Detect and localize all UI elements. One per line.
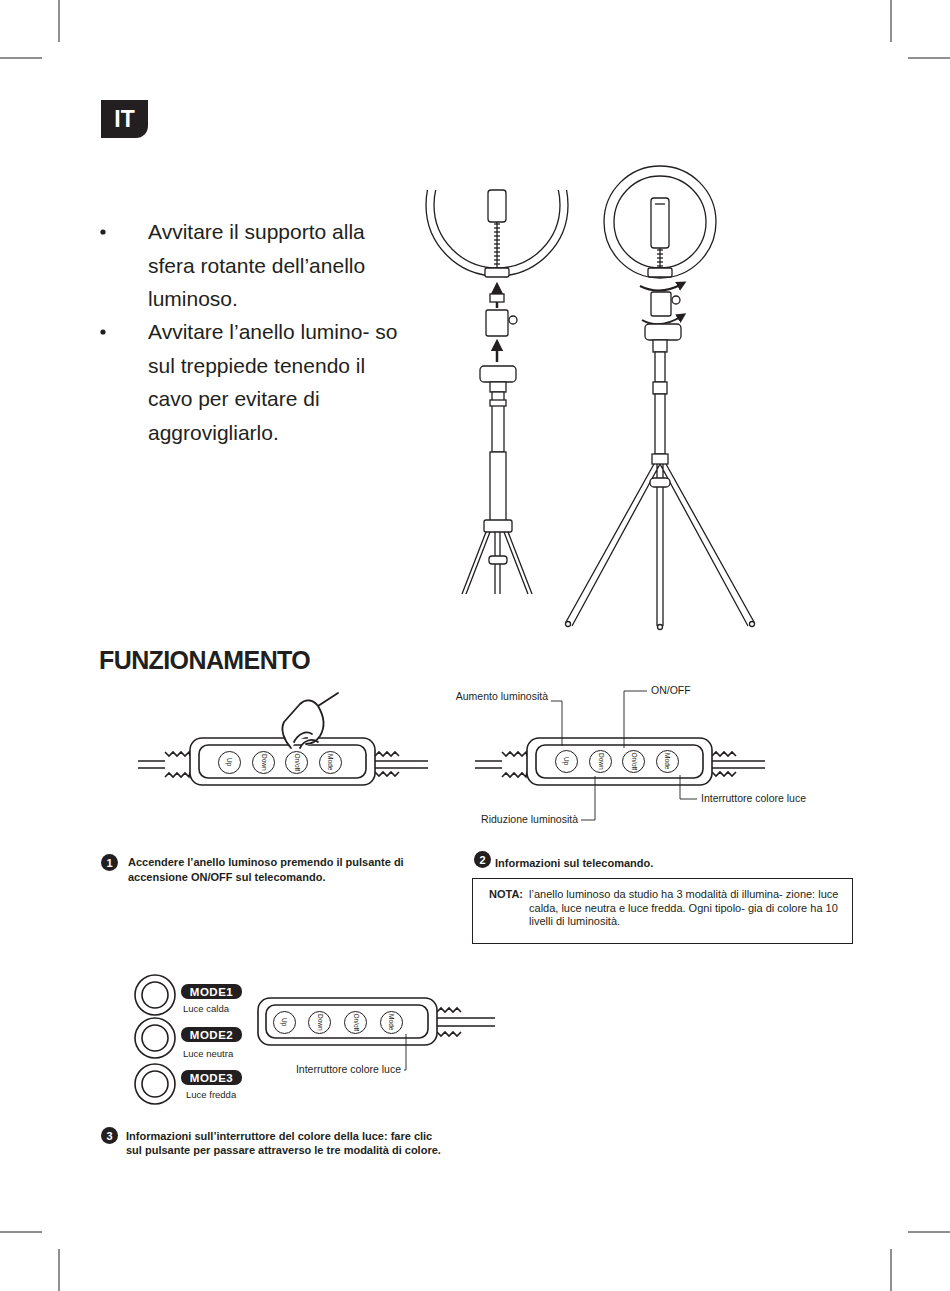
- remote-button: Up: [218, 751, 241, 774]
- hand-icon: [282, 693, 338, 748]
- node-text: Up: [281, 1018, 288, 1026]
- step-text: Informazioni sul telecomando.: [495, 856, 825, 871]
- node-text: On/off: [293, 754, 300, 772]
- instruction-text: Avvitare l’anello lumino- so sul treppie…: [148, 315, 410, 449]
- note-box: NOTA:l’anello luminoso da studio ha 3 mo…: [472, 878, 853, 944]
- mode-pill: MODE1: [181, 984, 242, 999]
- note-heading: NOTA:: [489, 888, 523, 931]
- remote-button: Up: [555, 750, 578, 773]
- note-body: l’anello luminoso da studio ha 3 modalit…: [529, 888, 840, 931]
- callout-number: 2: [474, 851, 491, 868]
- node-text: Down: [260, 754, 267, 771]
- mode-label: Luce fredda: [186, 1089, 276, 1101]
- part-label: Interruttore colore luce: [230, 1063, 401, 1076]
- node-text: Down: [316, 1014, 323, 1031]
- remote-button: On/off: [622, 750, 645, 773]
- part-label: Aumento luminosità: [380, 690, 548, 703]
- callout-number: 3: [101, 1127, 118, 1144]
- remote-button: Down: [252, 751, 275, 774]
- callout-number: 1: [101, 854, 118, 871]
- node-text: MODE3: [190, 1072, 233, 1084]
- part-label: ON/OFF: [651, 684, 771, 697]
- remote-button: Up: [273, 1011, 296, 1034]
- ring-light-left: [426, 134, 568, 594]
- mode-rings: [135, 975, 175, 1104]
- node-text: On/off: [352, 1014, 359, 1032]
- remote-button: Mode: [319, 751, 342, 774]
- node-text: On/off: [630, 753, 637, 771]
- node-text: Down: [597, 753, 604, 770]
- step-text: Accendere l’anello luminoso premendo il …: [128, 855, 460, 884]
- mode-pill: MODE3: [181, 1070, 242, 1085]
- node-text: 3: [106, 1130, 112, 1142]
- instruction-text: Avvitare il supporto alla sfera rotante …: [148, 215, 410, 316]
- node-text: Up: [226, 758, 233, 766]
- node-text: 2: [479, 854, 485, 866]
- node-text: Mode: [327, 754, 334, 770]
- remote-button: Mode: [656, 750, 679, 773]
- remote-button: Down: [589, 750, 612, 773]
- node-text: 1: [106, 857, 112, 869]
- remote-button: Mode: [380, 1011, 403, 1034]
- remote-button: On/off: [285, 751, 308, 774]
- node-text: Up: [563, 757, 570, 765]
- part-label: Riduzione luminosità: [420, 813, 578, 826]
- node-text: MODE1: [190, 986, 233, 998]
- bullets: [100, 229, 105, 334]
- part-label: Interruttore colore luce: [701, 792, 861, 805]
- remote-button: Down: [308, 1011, 331, 1034]
- node-text: Mode: [388, 1014, 395, 1030]
- ring-light-right: [566, 166, 755, 630]
- node-text: Mode: [664, 753, 671, 769]
- node-text: MODE2: [190, 1029, 233, 1041]
- mode-label: Luce neutra: [183, 1048, 273, 1060]
- step-text: Informazioni sull’interruttore del color…: [126, 1129, 451, 1157]
- language-badge: IT: [101, 100, 148, 138]
- mode-pill: MODE2: [181, 1027, 242, 1042]
- mode-label: Luce calda: [183, 1003, 273, 1015]
- section-title: FUNZIONAMENTO: [99, 646, 310, 675]
- remote-button: On/off: [344, 1011, 367, 1034]
- node-text: IT: [114, 106, 134, 133]
